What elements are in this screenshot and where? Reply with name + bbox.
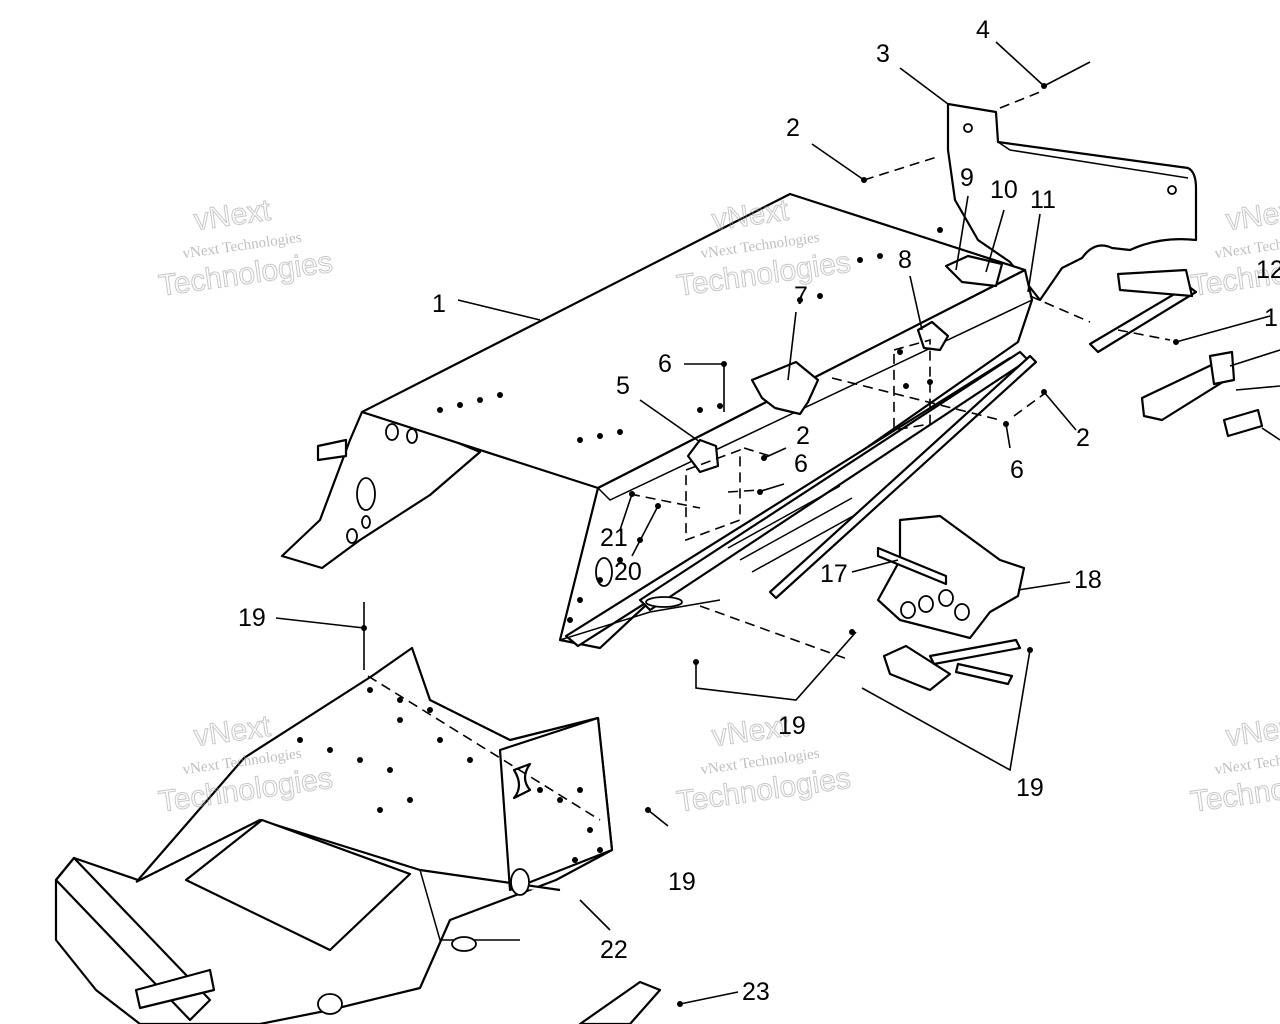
- callout-6: 6: [794, 450, 808, 478]
- callout-2: 2: [1076, 424, 1090, 452]
- bottom-part-23: [578, 980, 662, 1024]
- callout-4: 4: [976, 16, 990, 44]
- callout-23: 23: [742, 978, 770, 1006]
- bulkhead-frame-part-22: [54, 646, 614, 1024]
- rivet-dot: [849, 629, 855, 635]
- rivet-dot: [357, 757, 363, 763]
- watermark-vnext: vNext: [1224, 194, 1280, 237]
- callout-12: 12: [1256, 256, 1280, 284]
- rivet-dot: [377, 807, 383, 813]
- rivet-dot: [717, 403, 723, 409]
- callout-22: 22: [600, 936, 628, 964]
- mount-assembly-part-18: [876, 514, 1026, 692]
- watermark-vnext: vNext: [192, 194, 273, 237]
- rivet-dot: [407, 797, 413, 803]
- rivet-dot: [537, 787, 543, 793]
- callout-6: 6: [1010, 456, 1024, 484]
- rivet-dot: [587, 827, 593, 833]
- rivet-dot: [697, 407, 703, 413]
- rivet-dot: [572, 857, 578, 863]
- rivet-dot: [937, 227, 943, 233]
- rivet-dot: [437, 407, 443, 413]
- rivet-dot: [497, 392, 503, 398]
- callout-19: 19: [238, 604, 266, 632]
- callout-6: 6: [658, 350, 672, 378]
- rivet-dot: [397, 717, 403, 723]
- rivet-dot: [367, 687, 373, 693]
- rivet-dot: [387, 767, 393, 773]
- rivet-dot: [597, 847, 603, 853]
- reference-lines: [367, 91, 1171, 821]
- callout-7: 7: [794, 282, 808, 310]
- rear-bracket-part-3: [946, 102, 1198, 302]
- rivet-dot: [597, 577, 603, 583]
- rivet-dot: [877, 253, 883, 259]
- rivet-dot: [897, 349, 903, 355]
- rivet-dot: [857, 257, 863, 263]
- rivet-dot: [797, 297, 803, 303]
- right-side-parts: [1088, 268, 1264, 438]
- callout-9: 9: [960, 164, 974, 192]
- callout-8: 8: [898, 246, 912, 274]
- rivet-dot: [467, 757, 473, 763]
- callout-18: 18: [1074, 566, 1102, 594]
- callout-5: 5: [616, 372, 630, 400]
- callout-11: 11: [1030, 186, 1056, 214]
- callouts: 1 2 2 2 3 4 5 6 6 6 7 8 9 10 11 12 1 17 …: [238, 16, 1280, 1006]
- callout-10: 10: [990, 176, 1018, 204]
- leader-lines: [275, 41, 1280, 1005]
- callout-20: 20: [614, 558, 642, 586]
- rivet-dot: [927, 379, 933, 385]
- rivet-dot: [577, 437, 583, 443]
- watermark-vnext: vNext: [1224, 710, 1280, 753]
- callout-2: 2: [796, 422, 810, 450]
- rivet-dot: [397, 697, 403, 703]
- callout-17: 17: [820, 560, 848, 588]
- tunnel-part-1: [280, 192, 1034, 650]
- rivet-dot: [577, 787, 583, 793]
- rivet-dot: [327, 747, 333, 753]
- rivet-dot: [457, 402, 463, 408]
- callout-1: 1: [432, 290, 446, 318]
- rivet-dot: [557, 797, 563, 803]
- rivet-dot: [817, 293, 823, 299]
- rivet-dot: [297, 737, 303, 743]
- rivet-dot: [617, 557, 623, 563]
- callout-19: 19: [1016, 774, 1044, 802]
- callout-13: 1: [1264, 304, 1278, 332]
- rivet-dot: [477, 397, 483, 403]
- callout-21: 21: [600, 524, 628, 552]
- callout-19: 19: [668, 868, 696, 896]
- callout-19: 19: [778, 712, 806, 740]
- callout-3: 3: [876, 40, 890, 68]
- rivet-dot: [577, 597, 583, 603]
- rivet-dot: [903, 383, 909, 389]
- callout-2: 2: [786, 114, 800, 142]
- vent-slots: [727, 485, 865, 573]
- rivet-dot: [597, 433, 603, 439]
- rivet-dot: [567, 617, 573, 623]
- rivet-dot: [437, 737, 443, 743]
- rivet-dot: [427, 707, 433, 713]
- rivet-dot: [617, 429, 623, 435]
